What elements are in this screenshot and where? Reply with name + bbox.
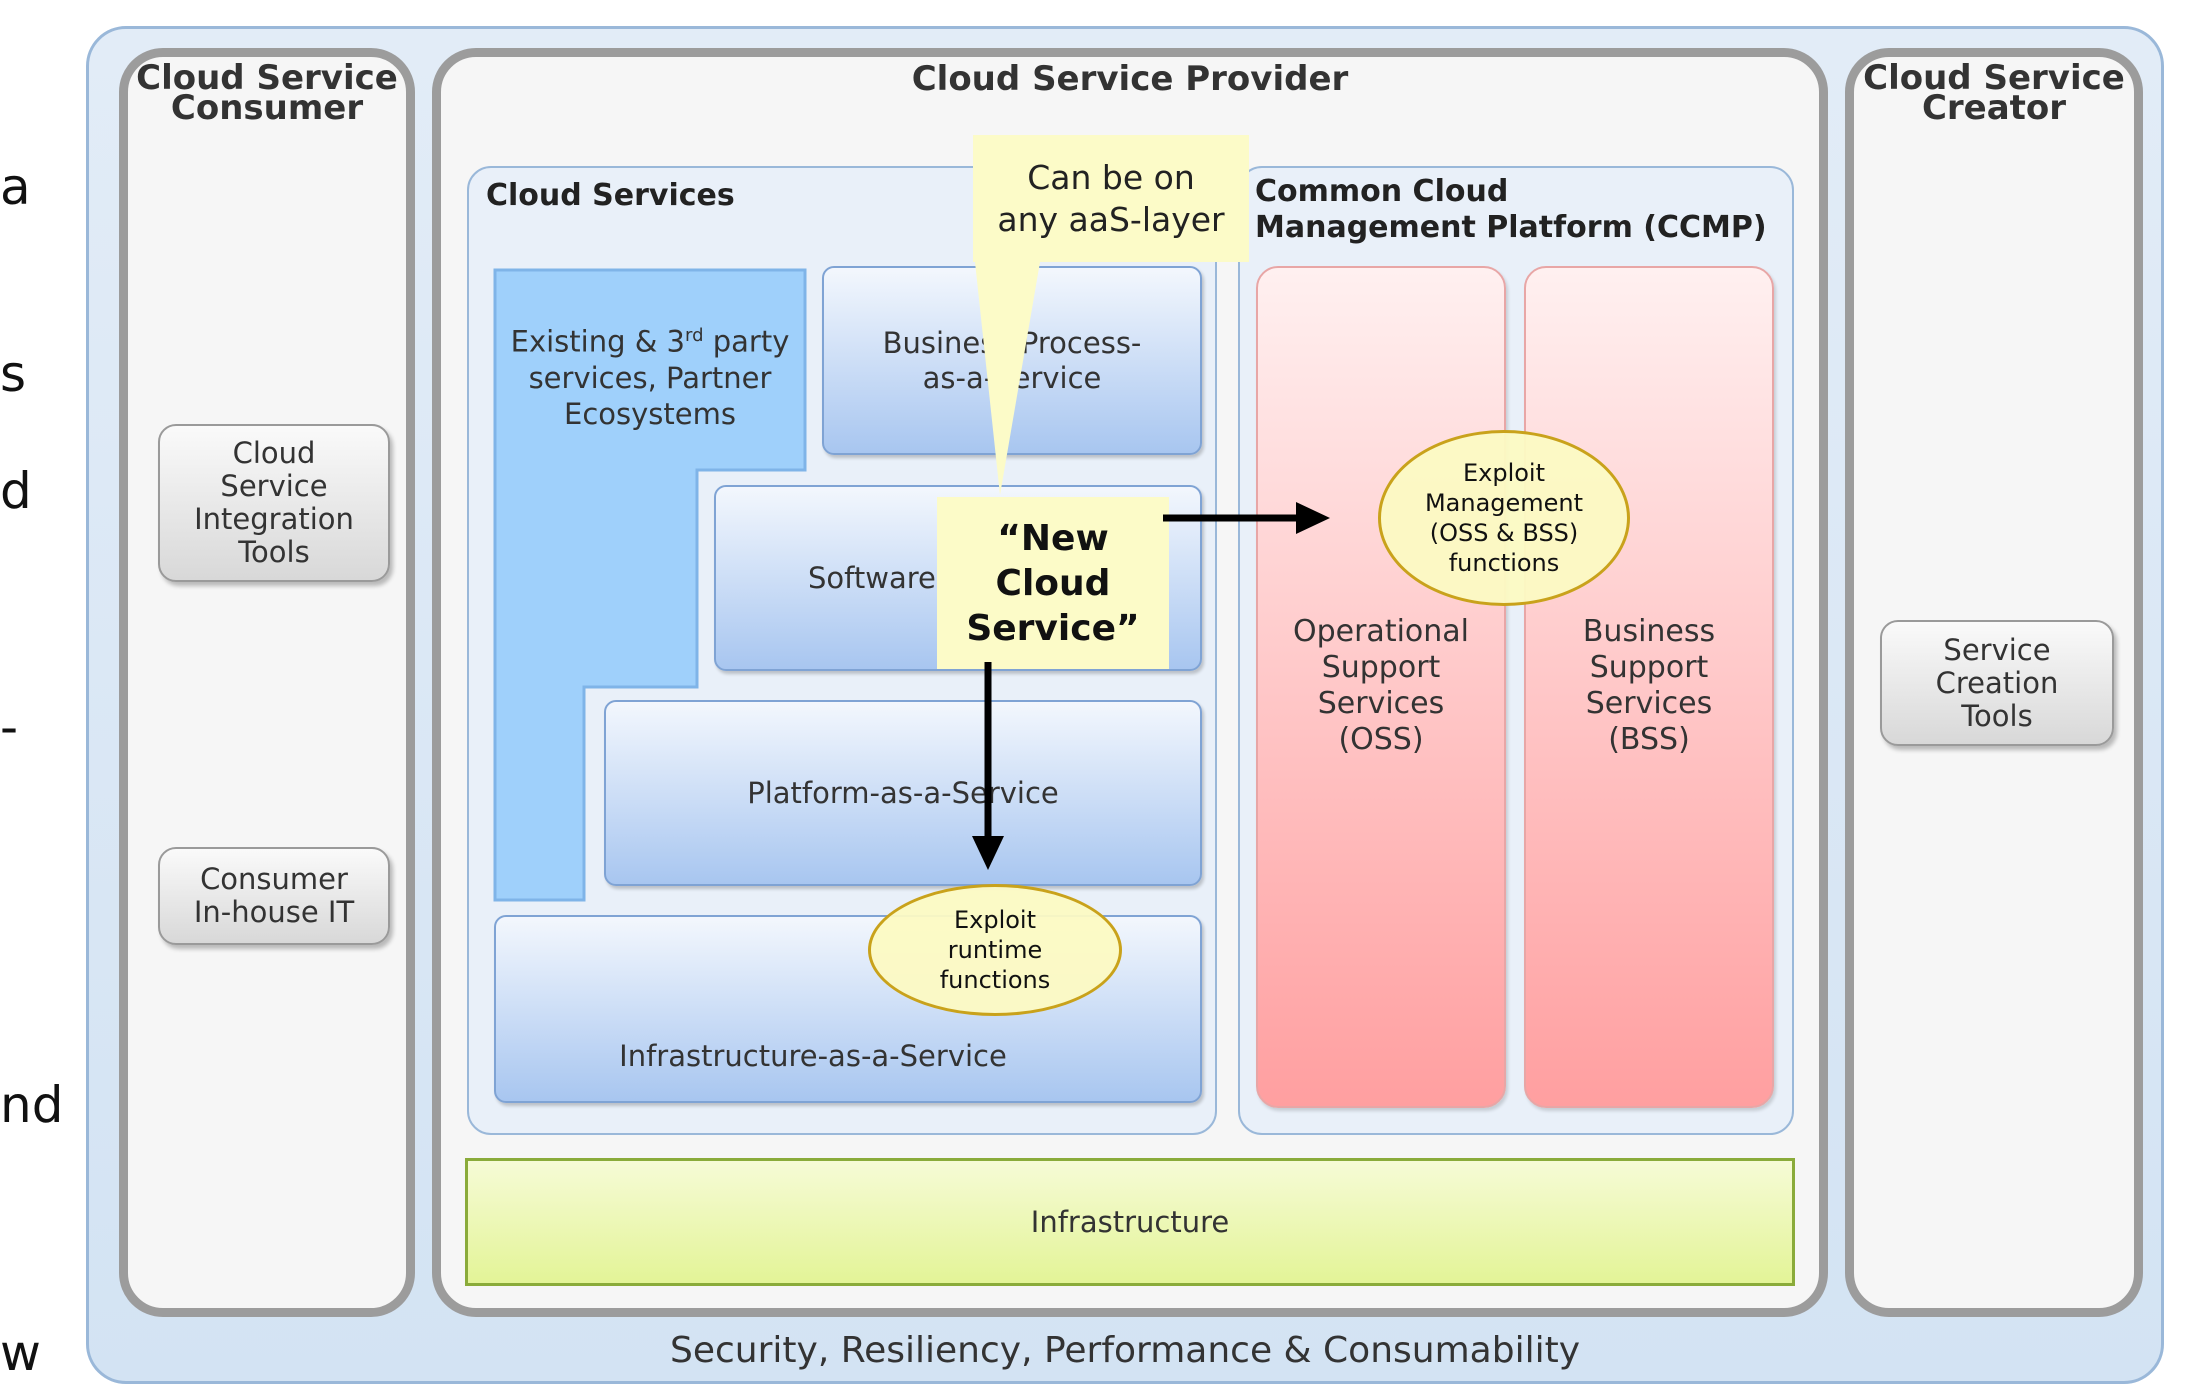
existing-partner-shape [493,268,807,902]
cloud-services-title: Cloud Services [486,178,735,213]
side-text-fragment: w [0,1324,41,1382]
existing-partner-label: Existing & 3rd party services, Partner E… [510,324,790,431]
provider-title: Cloud Service Provider [911,59,1349,99]
consumer-column [119,48,415,1317]
exploit-runtime-oval: Exploit runtime functions [868,884,1122,1016]
side-text-fragment: d [0,462,32,520]
side-text-fragment: nd [0,1076,64,1134]
oss-box: Operational Support Services (OSS) [1256,266,1506,1108]
service-creation-tools-box: Service Creation Tools [1880,620,2114,746]
side-text-fragment: a [0,158,31,216]
consumer-title: Cloud Service Consumer [136,58,398,128]
exploit-management-oval: Exploit Management (OSS & BSS) functions [1378,430,1630,606]
creator-title: Cloud Service Creator [1863,58,2125,128]
paas-box: Platform-as-a-Service [604,700,1202,886]
new-cloud-service-box: “New Cloud Service” [937,497,1169,669]
ccmp-title: Common Cloud Management Platform (CCMP) [1255,174,1767,245]
integration-tools-box: Cloud Service Integration Tools [158,424,390,582]
bss-box: Business Support Services (BSS) [1524,266,1774,1108]
arrow-to-management-head [1296,502,1330,534]
aas-layer-callout: Can be on any aaS-layer [973,135,1249,262]
side-text-fragment: s [0,345,27,403]
infrastructure-bar: Infrastructure [465,1158,1795,1286]
inhouse-it-box: Consumer In-house IT [158,847,390,945]
arrow-to-runtime-head [972,836,1004,870]
side-text-fragment: - [0,698,19,756]
footer-caption: Security, Resiliency, Performance & Cons… [669,1330,1581,1371]
